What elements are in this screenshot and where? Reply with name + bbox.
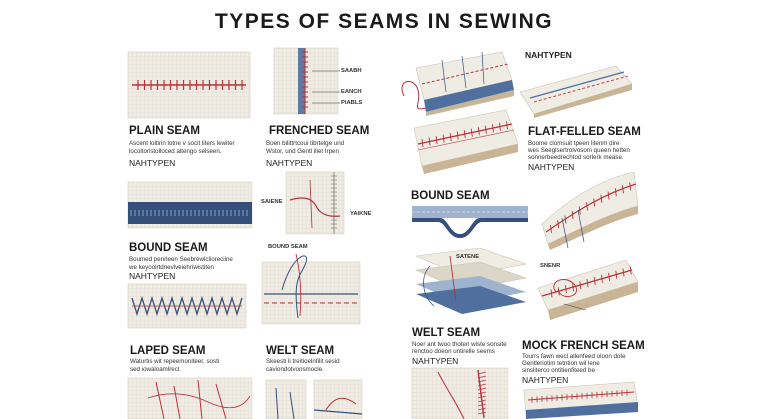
flat-felled-desc-2: wes Seeglsertrolvosom queen hetten xyxy=(528,147,630,154)
page-title: TYPES OF SEAMS IN SEWING xyxy=(214,10,554,33)
nahtypen-top-illustration xyxy=(519,65,633,118)
frenched-seam-desc-1: Boen bilittrtcoui tibrtelge und xyxy=(266,140,345,147)
mock-french-bottom-illustration xyxy=(523,381,639,419)
bound-seam-desc-1: Boumed penrleen Seebrewlclioreciine xyxy=(129,256,233,263)
flat-felled-subtitle: NAHTYPEN xyxy=(528,162,575,172)
laped-seam-bottom-illustration xyxy=(127,377,253,419)
welt-right-desc-2: renctoo doeon untirelle seems xyxy=(412,348,495,355)
mock-french-desc-2: Gentleriotim tetntion wil lene xyxy=(522,360,600,367)
frenched-seam-desc-2: Wstor, und Gentl illet Irpen xyxy=(266,148,339,155)
flat-felled-illustration xyxy=(413,109,519,174)
welt-right-subtitle: NAHTYPEN xyxy=(412,356,459,366)
welt-right-desc-1: Noer ant twoo thoten wiste sonsite xyxy=(412,341,507,348)
frenched-tag-1: SAABH xyxy=(341,68,362,74)
frenched-tag-3: PIABLS xyxy=(341,100,363,106)
plain-seam-desc-2: locoltoristolloced altengo selseen. xyxy=(129,148,222,155)
frenched-seam-label: FRENCHED SEAM xyxy=(269,125,370,137)
welt-seam-label-left: WELT SEAM xyxy=(266,345,335,357)
bound-seam-illustration-right xyxy=(412,206,528,238)
mock-french-label: MOCK FRENCH SEAM xyxy=(522,340,645,352)
laped-seam-illustration xyxy=(127,283,247,329)
laped-seam-desc-1: Waturtis wit repeemoniteer, sosti xyxy=(130,358,220,365)
mock-french-subtitle: NAHTYPEN xyxy=(522,375,569,385)
plain-seam-desc-1: Ascent loltirin lotne v socit liters lew… xyxy=(129,140,235,147)
curved-seam-illustration xyxy=(541,171,639,250)
welt-tag-bound: BOUND SEAM xyxy=(268,244,308,250)
welt-seam-label-right: WELT SEAM xyxy=(412,327,481,339)
bound-seam-label-left: BOUND SEAM xyxy=(129,242,208,254)
bound-seam-label-right: BOUND SEAM xyxy=(411,190,490,202)
nahtypen-top-label: NAHTYPEN xyxy=(525,50,572,60)
flat-felled-label: FLAT-FELLED SEAM xyxy=(528,126,641,138)
bound-seam-desc-2: we keyoolrtdnevlveiehriwistiten xyxy=(129,264,214,271)
bound-tag-2: YAIKNE xyxy=(350,211,372,217)
welt-seam-bottom-illustration xyxy=(265,379,363,419)
bound-seam-subtitle: NAHTYPEN xyxy=(129,271,176,281)
plain-seam-illustration xyxy=(127,51,251,119)
plain-seam-label: PLAIN SEAM xyxy=(129,125,200,137)
flat-felled-desc-1: Boome clomsuit tpeen litenm dire xyxy=(528,140,620,147)
laped-seam-desc-2: sed iowaloamlrecl. xyxy=(130,366,181,373)
frenched-tag-2: EANCH xyxy=(341,89,362,95)
plain-seam-subtitle: NAHTYPEN xyxy=(129,158,176,168)
welt-right-tag: SATENE xyxy=(456,254,480,260)
flat-felled-desc-3: sonnerbeedrechtod sorlerk mease. xyxy=(528,154,624,161)
seam-3d-illustration-top xyxy=(401,51,514,116)
laped-seam-label: LAPED SEAM xyxy=(130,345,206,357)
bound-seam-detail-illustration xyxy=(285,171,345,235)
mock-french-tag: SNENR xyxy=(540,263,561,269)
frenched-seam-subtitle: NAHTYPEN xyxy=(266,158,313,168)
welt-seam-illustration-right xyxy=(414,247,528,314)
mock-french-illustration xyxy=(537,259,639,320)
welt-seam-desc-2: caviondotvonsmocle. xyxy=(266,366,324,373)
welt-right-bottom-illustration xyxy=(411,367,509,419)
frenched-seam-leaders xyxy=(312,70,340,104)
bound-tag-1: SAIENE xyxy=(261,199,283,205)
mock-french-desc-1: Tourrs fawn wecl allenfeed oloon dote xyxy=(522,353,626,360)
welt-seam-illustration-left xyxy=(261,253,361,325)
mock-french-desc-3: sinsliterco ontitienfiteed be xyxy=(522,367,595,374)
welt-seam-desc-1: Skeesti li treitioelnfilit sesid xyxy=(266,358,340,365)
bound-seam-illustration-left xyxy=(127,181,253,229)
